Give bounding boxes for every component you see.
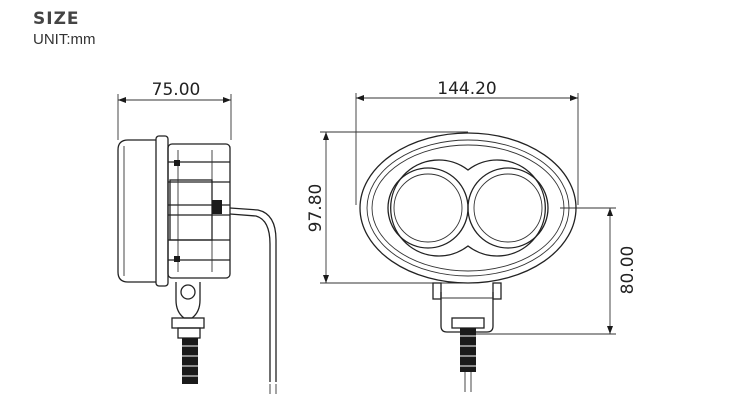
side-bracket: [175, 282, 201, 319]
front-right-lens: [467, 167, 549, 249]
side-bolt: [182, 338, 198, 384]
section-title: SIZE: [33, 9, 80, 29]
front-bracket-right-tab: [492, 282, 502, 300]
side-housing: [167, 143, 231, 279]
dim-label-side-width: 75.00: [152, 80, 201, 100]
side-nut: [171, 317, 205, 329]
dim-label-front-width: 144.20: [437, 79, 496, 99]
side-lens: [117, 139, 156, 283]
side-bezel: [155, 135, 169, 287]
front-bracket-left-tab: [432, 282, 442, 300]
unit-label: UNIT:mm: [33, 31, 96, 48]
dim-label-front-height: 97.80: [306, 184, 326, 233]
side-heatsink-panel: [169, 179, 213, 241]
front-bolt: [460, 328, 476, 372]
side-cable: [229, 207, 277, 382]
front-view: 144.20 97.80 80.00: [306, 79, 638, 392]
dim-label-lens-height: 80.00: [618, 246, 638, 295]
front-lens-surround: [390, 159, 546, 257]
front-nut: [451, 317, 485, 329]
front-left-lens: [387, 167, 469, 249]
front-outer-housing: [359, 132, 577, 284]
side-view: 75.00: [117, 80, 277, 394]
